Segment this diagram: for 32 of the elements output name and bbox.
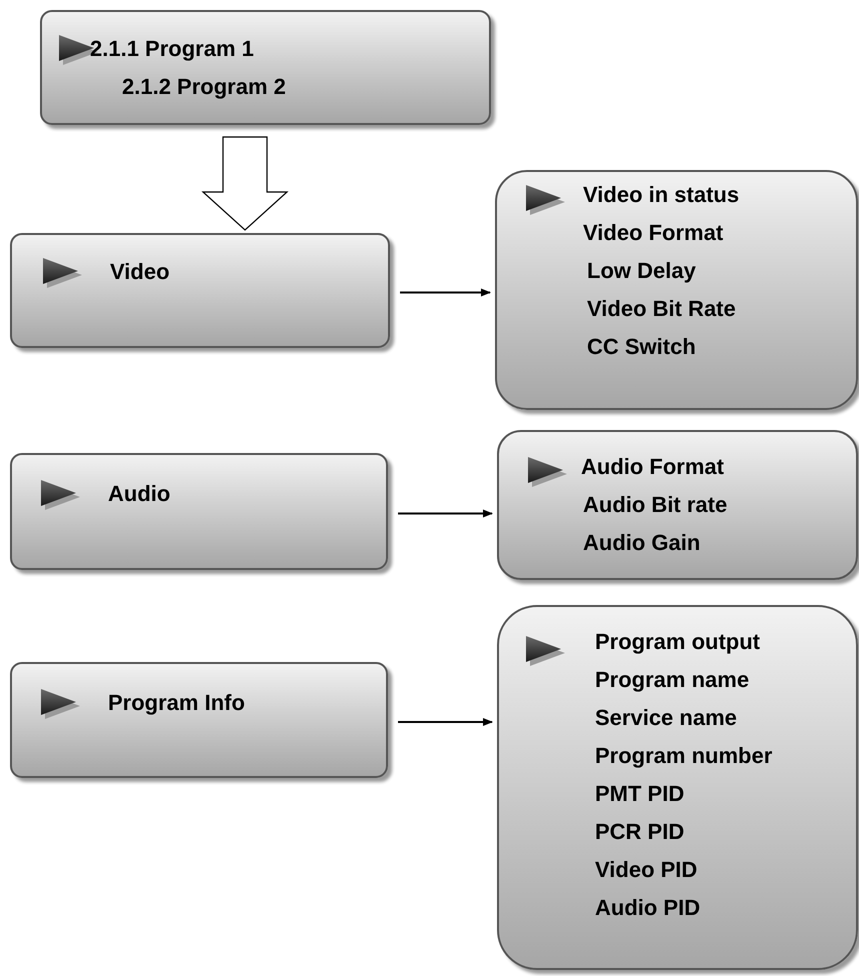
menu-item-text: 2.1.2 Program 2 <box>122 73 286 101</box>
menu-box <box>495 170 858 410</box>
menu-box <box>10 662 388 778</box>
arrow <box>398 510 493 518</box>
menu-box <box>40 10 491 125</box>
menu-item-text: CC Switch <box>587 333 696 361</box>
menu-item-text: Program output <box>595 628 760 656</box>
menu-box <box>497 605 858 970</box>
menu-item-text: Audio Gain <box>583 529 700 557</box>
menu-item-text: Program Info <box>108 689 245 717</box>
arrow <box>400 288 491 296</box>
menu-item-text: PMT PID <box>595 780 684 808</box>
menu-item-text: PCR PID <box>595 818 684 846</box>
menu-item-text: 2.1.1 Program 1 <box>90 35 254 63</box>
menu-item-text: Audio Format <box>581 453 724 481</box>
menu-item-text: Video Bit Rate <box>587 295 736 323</box>
menu-box <box>497 430 858 580</box>
menu-item-text: Program number <box>595 742 772 770</box>
menu-item-text: Program name <box>595 666 750 694</box>
menu-item-text: Service name <box>595 704 737 732</box>
menu-item-text: Audio PID <box>595 894 700 922</box>
arrow <box>398 718 493 726</box>
menu-box <box>10 453 388 570</box>
menu-item-text: Low Delay <box>587 257 696 285</box>
menu-item-text: Video in status <box>583 181 740 209</box>
menu-box <box>10 233 390 348</box>
menu-item-text: Video PID <box>595 856 698 884</box>
menu-item-text: Video <box>110 258 170 286</box>
menu-item-text: Video Format <box>583 219 724 247</box>
menu-item-text: Audio Bit rate <box>583 491 728 519</box>
hollow-arrow <box>201 136 289 231</box>
menu-item-text: Audio <box>108 480 170 508</box>
